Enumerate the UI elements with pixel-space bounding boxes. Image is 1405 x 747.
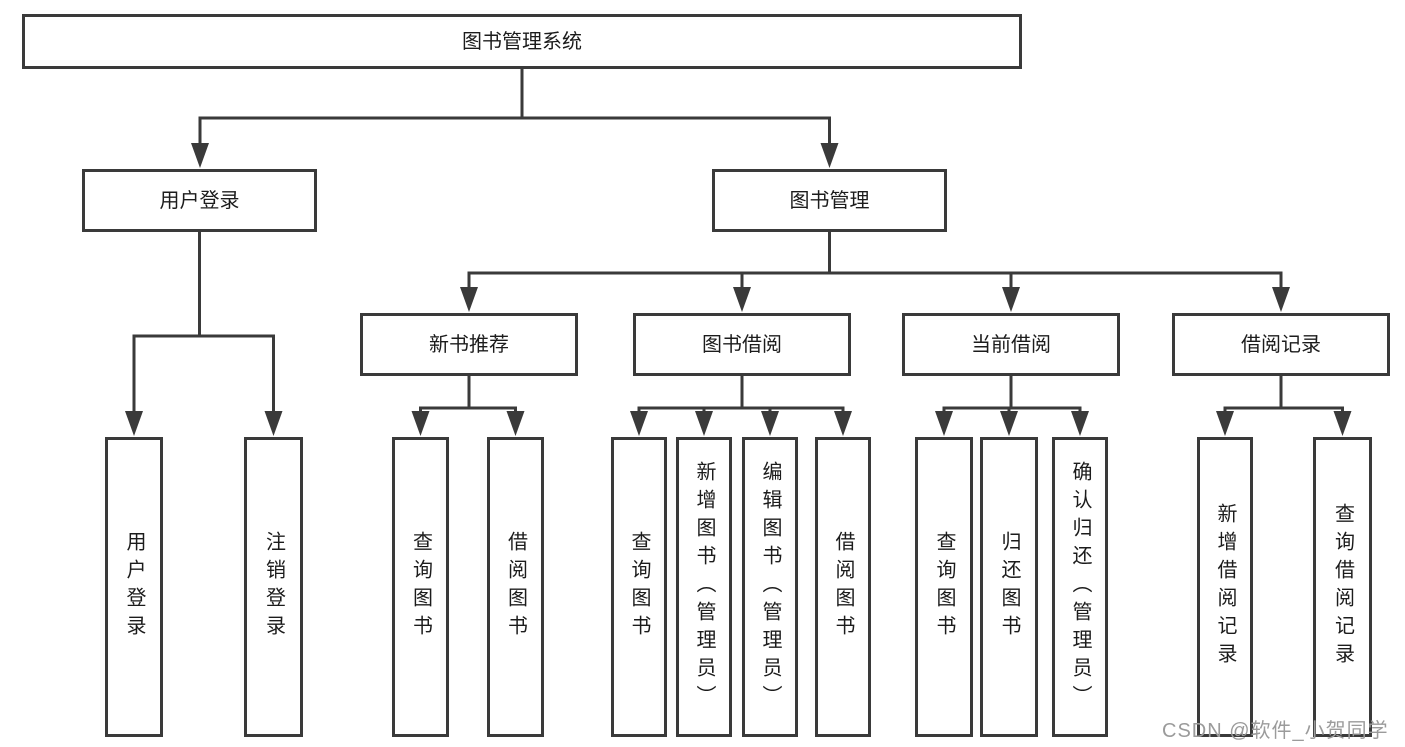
leaf-return-book-label: 归还图书 xyxy=(998,531,1020,643)
connector-book-borrow-children xyxy=(630,376,852,436)
node-borrow-record-label: 借阅记录 xyxy=(1241,333,1321,356)
leaf-logout-label: 注销登录 xyxy=(262,531,285,643)
leaf-confirm-return-admin: 确认归还（管理员） xyxy=(1052,437,1108,737)
leaf-edit-book-admin-label: 编辑图书（管理员） xyxy=(759,461,781,713)
leaf-borrow-book: 借阅图书 xyxy=(815,437,871,737)
node-root: 图书管理系统 xyxy=(22,14,1022,69)
node-current-borrow: 当前借阅 xyxy=(902,313,1120,376)
node-book-borrow: 图书借阅 xyxy=(633,313,851,376)
node-book-mgmt: 图书管理 xyxy=(712,169,947,232)
leaf-borrow-book-label: 借阅图书 xyxy=(832,531,854,643)
leaf-borrow-query-book: 查询图书 xyxy=(611,437,667,737)
leaf-borrow-query-book-label: 查询图书 xyxy=(628,531,650,643)
leaf-newbook-borrow-book: 借阅图书 xyxy=(487,437,544,737)
leaf-logout: 注销登录 xyxy=(244,437,303,737)
connector-user-login-children xyxy=(125,232,283,436)
leaf-newbook-query-book: 查询图书 xyxy=(392,437,449,737)
leaf-return-book: 归还图书 xyxy=(980,437,1038,737)
connector-borrow-record-children xyxy=(1216,376,1352,436)
leaf-add-borrow-record: 新增借阅记录 xyxy=(1197,437,1253,737)
node-user-login-label: 用户登录 xyxy=(159,189,240,212)
connector-new-book-children xyxy=(411,376,525,436)
leaf-edit-book-admin: 编辑图书（管理员） xyxy=(742,437,798,737)
node-user-login: 用户登录 xyxy=(82,169,317,232)
leaf-current-query-book-label: 查询图书 xyxy=(933,531,955,643)
leaf-query-borrow-record: 查询借阅记录 xyxy=(1313,437,1372,737)
node-root-label: 图书管理系统 xyxy=(462,30,582,53)
leaf-current-query-book: 查询图书 xyxy=(915,437,973,737)
connector-current-borrow-children xyxy=(935,376,1089,436)
leaf-add-book-admin: 新增图书（管理员） xyxy=(676,437,732,737)
leaf-add-borrow-record-label: 新增借阅记录 xyxy=(1214,503,1236,671)
node-book-mgmt-label: 图书管理 xyxy=(789,189,870,212)
csdn-watermark: CSDN @软件_小贺同学 xyxy=(1162,720,1389,742)
leaf-add-book-admin-label: 新增图书（管理员） xyxy=(693,461,715,713)
connector-book-mgmt-to-level3 xyxy=(460,232,1290,312)
node-new-book-rec-label: 新书推荐 xyxy=(429,333,509,356)
leaf-query-borrow-record-label: 查询借阅记录 xyxy=(1331,503,1354,671)
node-book-borrow-label: 图书借阅 xyxy=(702,333,782,356)
node-new-book-rec: 新书推荐 xyxy=(360,313,578,376)
leaf-confirm-return-admin-label: 确认归还（管理员） xyxy=(1069,461,1091,713)
node-borrow-record: 借阅记录 xyxy=(1172,313,1390,376)
leaf-newbook-query-book-label: 查询图书 xyxy=(409,531,432,643)
connector-root-to-level2 xyxy=(191,69,839,168)
leaf-newbook-borrow-book-label: 借阅图书 xyxy=(504,531,527,643)
node-current-borrow-label: 当前借阅 xyxy=(971,333,1051,356)
leaf-user-login-label: 用户登录 xyxy=(123,531,145,643)
leaf-user-login: 用户登录 xyxy=(105,437,163,737)
